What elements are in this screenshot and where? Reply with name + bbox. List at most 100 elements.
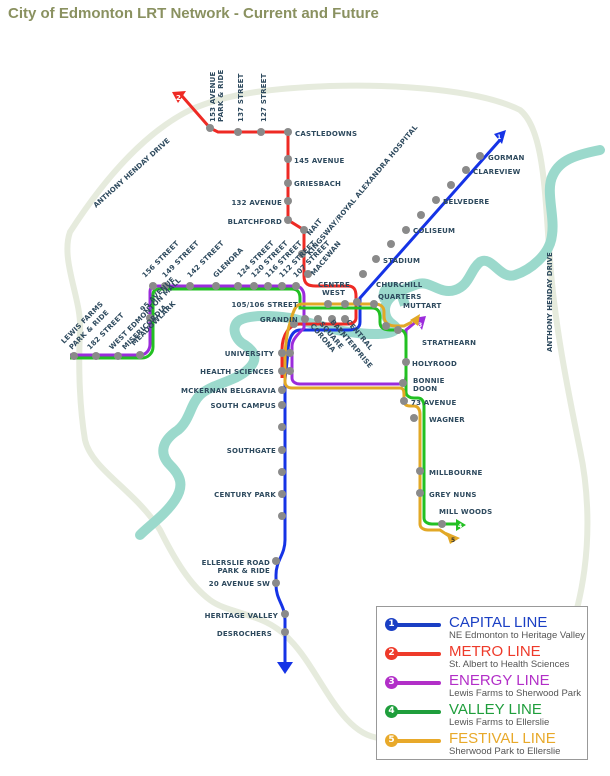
station-dot[interactable]	[284, 179, 292, 187]
station-dot[interactable]	[400, 397, 408, 405]
station-dot[interactable]	[146, 314, 154, 322]
station-dot[interactable]	[284, 216, 292, 224]
capital-line	[274, 139, 502, 665]
line-number-badge: 1	[385, 618, 398, 631]
station-dot[interactable]	[341, 315, 349, 323]
station-dot[interactable]	[161, 282, 169, 290]
station-dot[interactable]	[278, 282, 286, 290]
station-label: BELVEDERE	[443, 198, 489, 206]
station-dot[interactable]	[382, 322, 390, 330]
station-dot[interactable]	[278, 468, 286, 476]
legend-line-name: METRO LINE	[449, 643, 541, 660]
station-dot[interactable]	[476, 152, 484, 160]
station-label: BONNIE	[413, 377, 445, 385]
station-dot[interactable]	[206, 124, 214, 132]
station-dot[interactable]	[278, 490, 286, 498]
station-dot[interactable]	[416, 467, 424, 475]
station-dot[interactable]	[402, 226, 410, 234]
station-dot[interactable]	[114, 352, 122, 360]
station-dot[interactable]	[286, 367, 294, 375]
station-dot[interactable]	[186, 282, 194, 290]
station-label: CASTLEDOWNS	[295, 130, 357, 138]
metro-arrow-icon	[172, 91, 186, 103]
station-dot[interactable]	[281, 628, 289, 636]
station-dot[interactable]	[438, 520, 446, 528]
station-dot[interactable]	[278, 401, 286, 409]
station-dot[interactable]	[359, 270, 367, 278]
line-number-badge: 2	[385, 647, 398, 660]
station-dot[interactable]	[304, 270, 312, 278]
station-dot[interactable]	[353, 298, 361, 306]
line-swatch	[389, 652, 441, 656]
station-label: 127 STREET	[260, 73, 268, 122]
station-dot[interactable]	[328, 315, 336, 323]
station-label: SOUTH CAMPUS	[210, 402, 276, 410]
station-dot[interactable]	[341, 300, 349, 308]
station-dot[interactable]	[234, 282, 242, 290]
station-dot[interactable]	[314, 315, 322, 323]
legend-valley: 4 VALLEY LINE Lewis Farms to Ellerslie	[385, 702, 585, 730]
station-dot[interactable]	[284, 128, 292, 136]
station-dot[interactable]	[92, 352, 100, 360]
station-dot[interactable]	[370, 300, 378, 308]
station-label: 105/106 STREET	[231, 301, 298, 309]
station-dot[interactable]	[372, 255, 380, 263]
station-dot[interactable]	[70, 352, 78, 360]
station-dot[interactable]	[399, 379, 407, 387]
station-dot[interactable]	[149, 282, 157, 290]
station-dot[interactable]	[462, 166, 470, 174]
station-label: ELLERSLIE ROAD	[202, 559, 270, 567]
station-dot[interactable]	[292, 282, 300, 290]
station-dot[interactable]	[410, 414, 418, 422]
station-label: CHURCHILL	[376, 281, 423, 289]
legend-energy: 3 ENERGY LINE Lewis Farms to Sherwood Pa…	[385, 673, 585, 701]
river-bend-muttart	[378, 282, 410, 307]
station-dot[interactable]	[250, 282, 258, 290]
station-dot[interactable]	[417, 211, 425, 219]
station-label: HEALTH SCIENCES	[200, 368, 274, 376]
station-dot[interactable]	[284, 197, 292, 205]
line-swatch	[389, 710, 441, 714]
station-label: 137 STREET	[237, 73, 245, 122]
station-dot[interactable]	[272, 579, 280, 587]
station-dot[interactable]	[264, 282, 272, 290]
station-dot[interactable]	[212, 282, 220, 290]
station-label: GRIESBACH	[294, 180, 341, 188]
station-label: COLISEUM	[413, 227, 455, 235]
station-dot[interactable]	[301, 315, 309, 323]
station-label: GRANDIN	[260, 316, 298, 324]
station-label: MUTTART	[403, 302, 442, 310]
station-dot[interactable]	[278, 386, 286, 394]
station-dot[interactable]	[257, 128, 265, 136]
station-label: MILL WOODS	[439, 508, 492, 516]
station-dot[interactable]	[324, 300, 332, 308]
station-dot[interactable]	[278, 349, 286, 357]
station-dot[interactable]	[402, 358, 410, 366]
station-dot[interactable]	[290, 320, 298, 328]
station-label: STRATHEARN	[422, 339, 476, 347]
station-label: BLATCHFORD	[228, 218, 282, 226]
station-dot[interactable]	[284, 155, 292, 163]
legend-line-name: VALLEY LINE	[449, 701, 542, 718]
north-saskatchewan-river	[135, 145, 605, 540]
station-dot[interactable]	[300, 226, 308, 234]
station-dot[interactable]	[387, 240, 395, 248]
station-label: DESROCHERS	[217, 630, 272, 638]
station-dot[interactable]	[278, 423, 286, 431]
station-dot[interactable]	[281, 610, 289, 618]
station-dot[interactable]	[286, 349, 294, 357]
station-dot[interactable]	[272, 557, 280, 565]
station-dot[interactable]	[447, 181, 455, 189]
station-dot[interactable]	[298, 250, 306, 258]
legend-metro: 2 METRO LINE St. Albert to Health Scienc…	[385, 644, 585, 672]
station-dot[interactable]	[278, 367, 286, 375]
station-dot[interactable]	[416, 489, 424, 497]
station-dot[interactable]	[278, 446, 286, 454]
station-label: CENTRE	[318, 281, 350, 289]
station-dot[interactable]	[394, 326, 402, 334]
station-dot[interactable]	[432, 196, 440, 204]
station-dot[interactable]	[278, 512, 286, 520]
station-dot[interactable]	[234, 128, 242, 136]
station-dot[interactable]	[136, 351, 144, 359]
